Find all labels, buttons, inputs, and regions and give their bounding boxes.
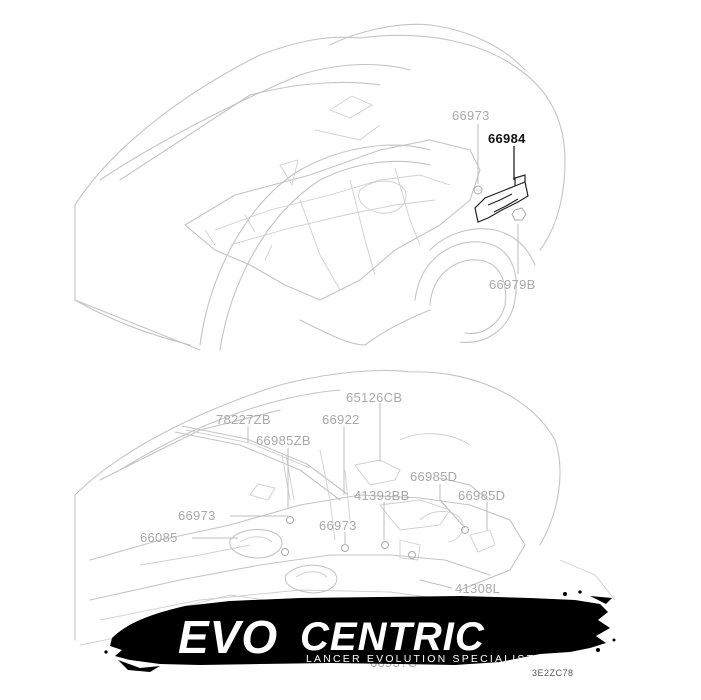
- evocentric-logo: EVO CENTRIC LANCER EVOLUTION SPECIALIST: [104, 590, 616, 672]
- lower-car-view: [74, 369, 616, 646]
- diagram-reference-code: 3E2ZC78: [532, 668, 574, 678]
- label-66985D-b: 66985D: [458, 488, 505, 503]
- leader-66985D-a: [439, 484, 466, 529]
- upper-car-view: [74, 23, 566, 351]
- label-66985D-a: 66985D: [410, 469, 457, 484]
- label-65126CB: 65126CB: [346, 390, 402, 405]
- label-78227ZB: 78227ZB: [216, 412, 271, 427]
- logo-evo-text: EVO: [178, 611, 278, 663]
- label-66979B: 66979B: [489, 277, 536, 292]
- label-66922: 66922: [322, 412, 360, 427]
- label-66085: 66085: [140, 530, 178, 545]
- label-66973-upper: 66973: [452, 108, 490, 123]
- label-66973-a: 66973: [178, 508, 216, 523]
- brush-stroke: [110, 596, 610, 665]
- label-41308L: 41308L: [455, 581, 500, 596]
- label-66984: 66984: [488, 131, 526, 146]
- leader-41308L: [419, 579, 453, 589]
- logo-centric-text: CENTRIC: [300, 615, 485, 659]
- logo-tagline: LANCER EVOLUTION SPECIALIST: [306, 653, 535, 665]
- label-66985ZB: 66985ZB: [256, 433, 311, 448]
- label-41393BB: 41393BB: [354, 488, 410, 503]
- label-66973-b: 66973: [319, 518, 357, 533]
